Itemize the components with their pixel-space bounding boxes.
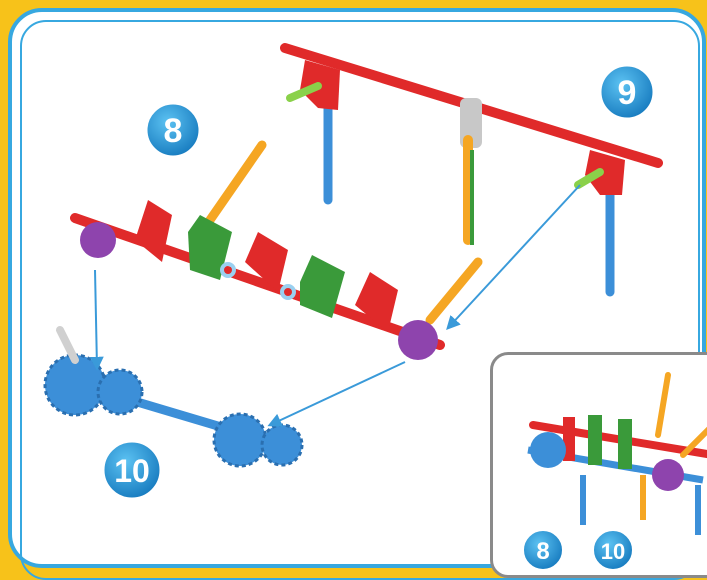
- instruction-page: 8 9 10 8 10: [0, 0, 707, 544]
- inset-step-number-8: 8: [536, 538, 549, 565]
- step-badge-10: 10: [103, 441, 161, 499]
- step-number-9: 9: [618, 74, 637, 112]
- inset-step-number-10: 10: [601, 539, 625, 564]
- step8-axle-assembly: [75, 145, 478, 360]
- step-number-8: 8: [164, 112, 183, 150]
- step-badge-8: 8: [146, 103, 200, 157]
- inset-illustration: 8 10: [493, 355, 707, 575]
- step10-gear-assembly: [45, 330, 302, 466]
- step-number-10: 10: [114, 453, 150, 489]
- completed-assembly-inset: 8 10: [490, 352, 707, 578]
- step-badge-9: 9: [600, 65, 654, 119]
